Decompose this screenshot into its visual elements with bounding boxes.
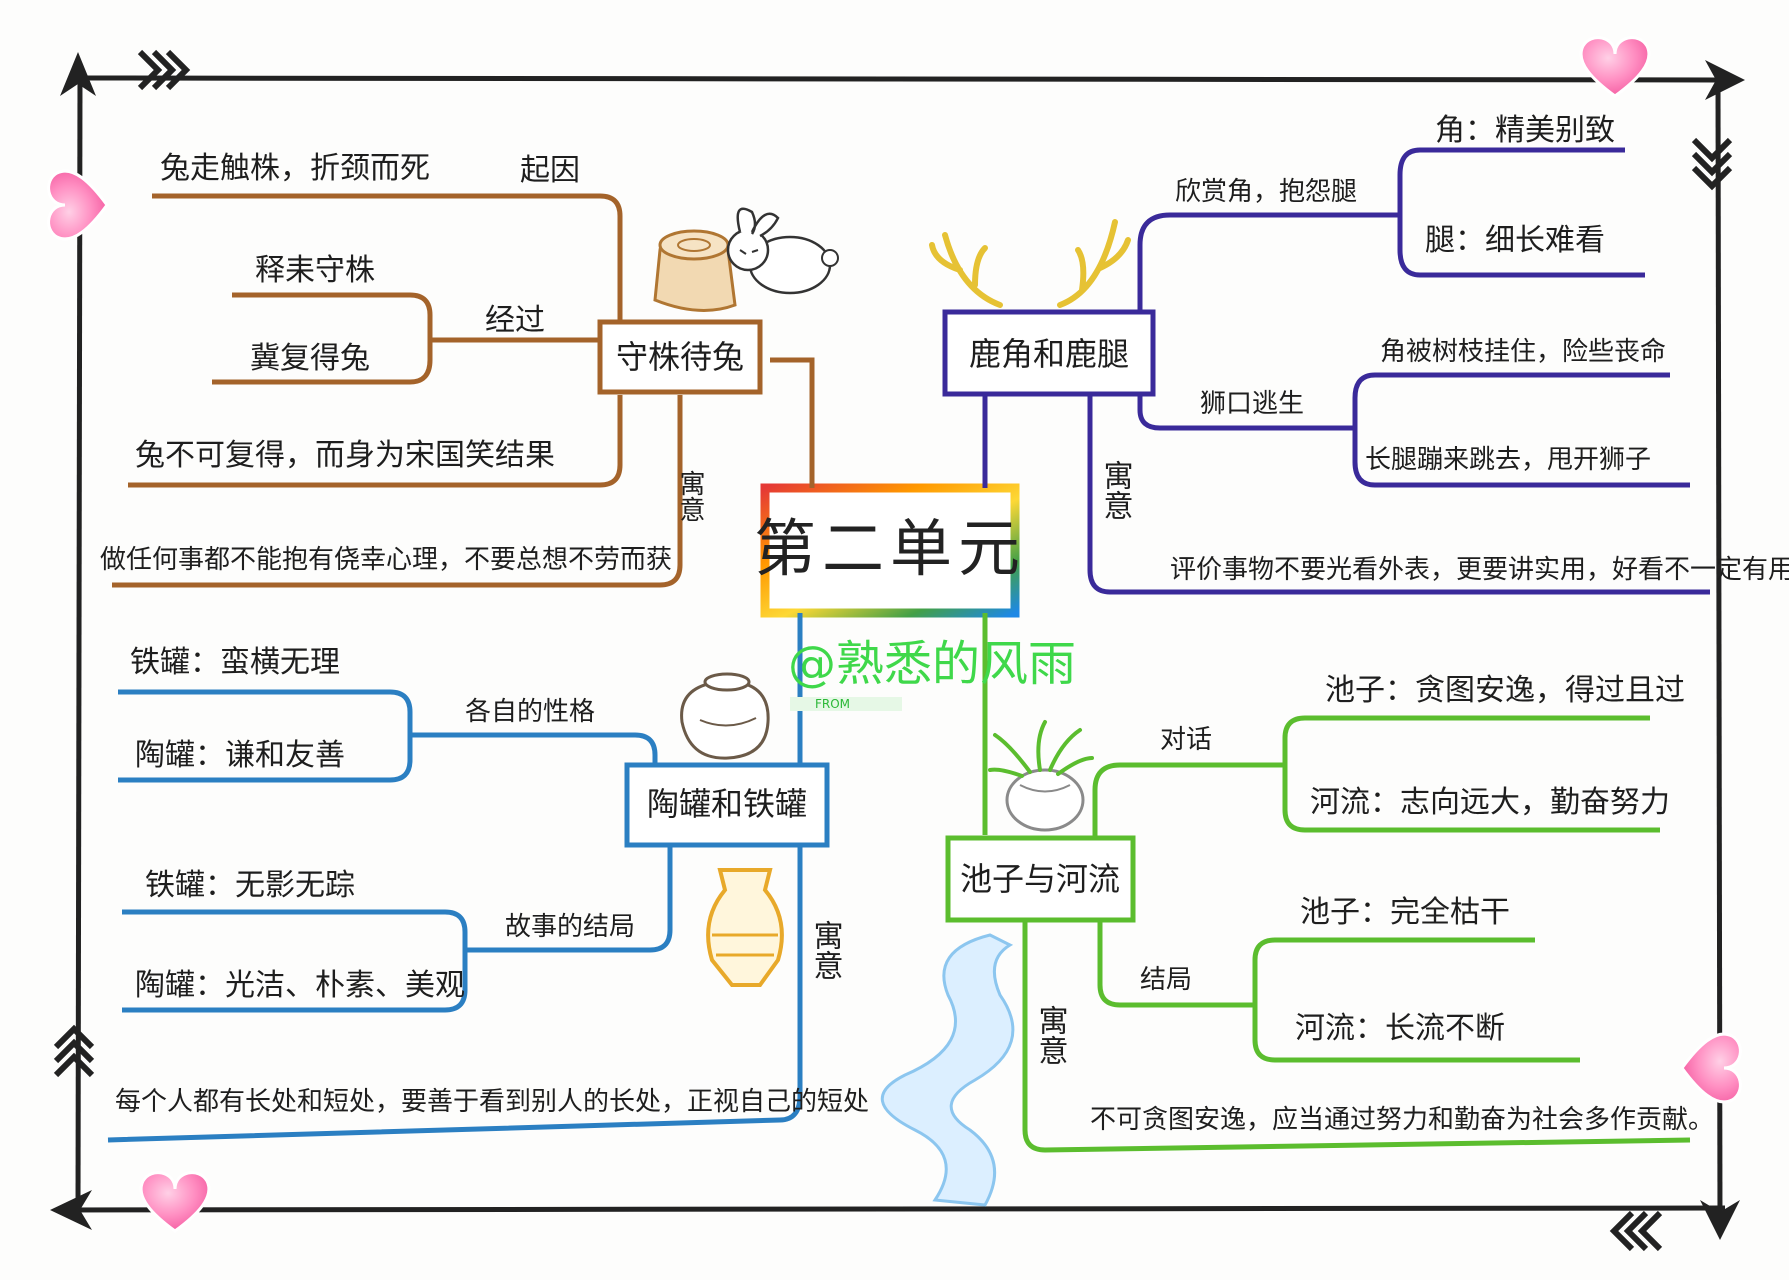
edge-deer-second: 狮口逃生 [1200,389,1304,419]
pond-moral-label: 寓意 [1033,1005,1068,1065]
center-title: 第二单元 [754,512,1026,585]
deer-first-1: 角：精美别致 [1435,113,1615,148]
deer-second-1: 角被树枝挂住，险些丧命 [1380,337,1666,367]
jar-moral-label: 寓意 [808,920,843,980]
tree-stump-icon [653,229,737,312]
jar-second-2: 陶罐：光洁、朴素、美观 [135,968,465,1003]
rabbit-icon [726,207,839,295]
tree-moral-label: 寓意 [675,470,705,522]
watermark-text: @熟悉的风雨 [788,636,1076,692]
deer-second-2: 长腿蹦来跳去，甩开狮子 [1365,445,1651,475]
edge-tree-result: 结果 [495,438,555,473]
edge-deer-first: 欣赏角，抱怨腿 [1175,177,1357,207]
edge-pond-first: 对话 [1160,725,1212,755]
edge-tree-process: 经过 [485,303,545,338]
jar-moral-text: 每个人都有长处和短处，要善于看到别人的长处，正视自己的短处 [115,1087,869,1117]
deer-first-2: 腿：细长难看 [1425,223,1605,258]
branch-tree: 守株待兔 起因 经过 结果 兔走触株，折颈而死 释耒守株 冀复得兔 兔不可复得，… [100,151,839,588]
edge-pond-second: 结局 [1140,965,1192,995]
river-icon [880,933,1015,1207]
deer-moral-text: 评价事物不要光看外表，更要讲实用，好看不一定有用。 [1170,555,1789,585]
tree-moral-text: 做任何事都不能抱有侥幸心理，不要总想不劳而获 [100,545,672,575]
center-node[interactable]: 第二单元 [754,483,1026,618]
jar-first-1: 铁罐：蛮横无理 [130,645,340,680]
deer-moral-label: 寓意 [1098,460,1133,520]
arrow-icon [50,52,1745,1240]
branch-pond: 池子与河流 对话 结局 池子：贪图安逸，得过且过 河流：志向远大，勤奋努力 池子… [880,613,1714,1207]
node-tree[interactable] [597,319,763,395]
edge-tree-cause: 起因 [520,153,580,188]
tree-process-1: 释耒守株 [255,253,375,288]
watermark-sub: FROM [815,697,850,711]
grass-tuft-icon [988,720,1094,832]
pond-moral-text: 不可贪图安逸，应当通过努力和勤奋为社会多作贡献。 [1090,1105,1714,1135]
tree-cause-text: 兔走触株，折颈而死 [160,151,430,186]
node-jar[interactable] [624,762,830,848]
node-deer[interactable] [942,309,1156,397]
node-pond[interactable] [945,835,1136,923]
pond-first-1: 池子：贪图安逸，得过且过 [1325,673,1685,708]
jar-second-1: 铁罐：无影无踪 [145,868,355,903]
jar-first-2: 陶罐：谦和友善 [135,738,345,773]
pond-first-2: 河流：志向远大，勤奋努力 [1310,785,1670,820]
golden-jar-icon [706,868,784,987]
tree-result-text: 兔不可复得，而身为宋国笑 [135,438,495,473]
heart-icon [47,36,1742,1233]
node-tree-title: 守株待兔 [616,338,744,376]
branch-jar: 陶罐和铁罐 各自的性格 故事的结局 铁罐：蛮横无理 陶罐：谦和友善 铁罐：无影无… [107,613,869,1143]
node-jar-title: 陶罐和铁罐 [647,785,807,823]
tree-process-2: 冀复得兔 [250,341,370,376]
antler-icon [929,219,1131,308]
watermark: @熟悉的风雨 FROM [788,636,1076,711]
edge-jar-first: 各自的性格 [465,697,595,727]
pond-second-1: 池子：完全枯干 [1300,895,1510,930]
clay-jar-icon [680,672,770,760]
node-pond-title: 池子与河流 [960,860,1120,898]
edge-jar-second: 故事的结局 [505,912,635,942]
node-deer-title: 鹿角和鹿腿 [969,335,1129,373]
pond-second-2: 河流：长流不断 [1295,1011,1505,1046]
branch-deer: 鹿角和鹿腿 欣赏角，抱怨腿 狮口逃生 角：精美别致 腿：细长难看 角被树枝挂住，… [929,113,1789,595]
